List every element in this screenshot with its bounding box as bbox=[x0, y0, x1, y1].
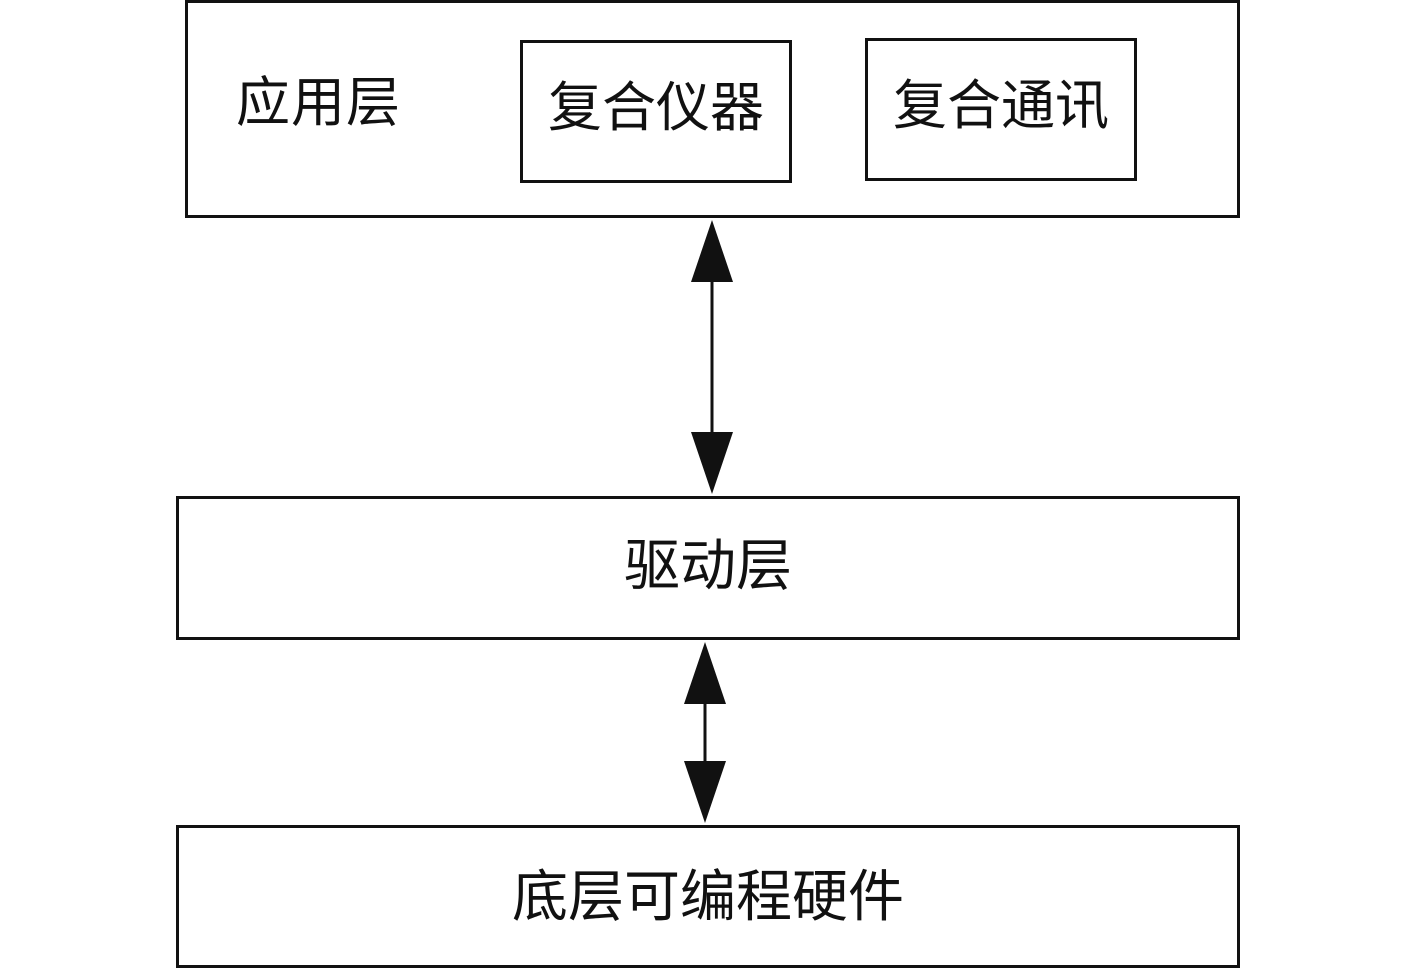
driver-layer-box: 驱动层 bbox=[176, 496, 1240, 640]
arrow-driver-hardware-down-head bbox=[684, 761, 726, 823]
arrow-app-driver bbox=[691, 220, 733, 494]
composite-communication-label: 复合通讯 bbox=[893, 74, 1109, 137]
composite-instrument-module: 复合仪器 bbox=[520, 40, 792, 183]
hardware-layer-box: 底层可编程硬件 bbox=[176, 825, 1240, 968]
arrow-driver-hardware bbox=[684, 642, 726, 823]
driver-layer-label: 驱动层 bbox=[624, 534, 792, 599]
hardware-layer-label: 底层可编程硬件 bbox=[512, 865, 904, 930]
composite-communication-module: 复合通讯 bbox=[865, 38, 1137, 181]
arrow-app-driver-down-head bbox=[691, 432, 733, 494]
application-layer-label: 应用层 bbox=[236, 71, 401, 134]
arrow-app-driver-up-head bbox=[691, 220, 733, 282]
arrow-driver-hardware-up-head bbox=[684, 642, 726, 704]
composite-instrument-label: 复合仪器 bbox=[548, 76, 764, 139]
